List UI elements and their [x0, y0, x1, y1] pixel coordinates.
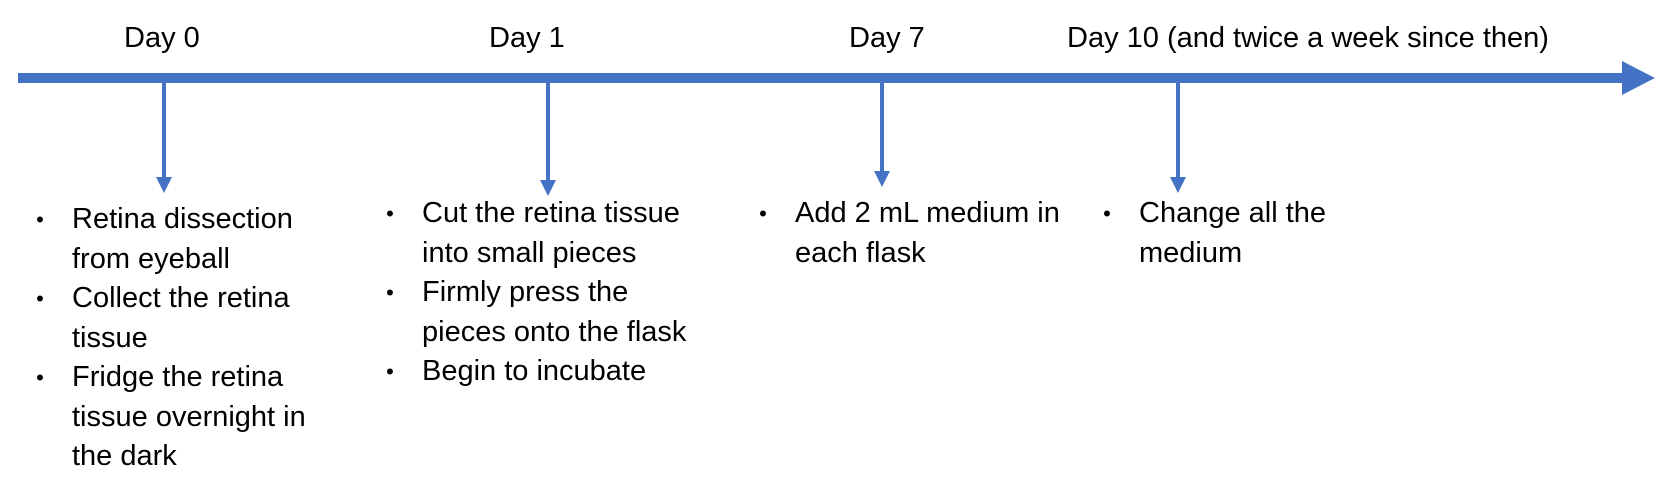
bullet-icon: • [36, 207, 44, 232]
bullet-icon: • [36, 286, 44, 311]
list-item: • Cut the retina tissue into small pieces [380, 194, 710, 273]
milestone-arrowhead-day-10 [1170, 177, 1186, 193]
day-10-steps: • Change all the medium [1097, 194, 1397, 273]
bullet-icon: • [386, 359, 394, 384]
list-item: • Retina dissection from eyeball [30, 200, 350, 279]
day-0-label: Day 0 [124, 22, 200, 54]
step-text: Add 2 mL medium in each flask [795, 197, 1060, 269]
bullet-icon: • [1103, 201, 1111, 226]
list-item: • Begin to incubate [380, 352, 710, 392]
bullet-icon: • [386, 280, 394, 305]
step-text: Change all the medium [1139, 197, 1327, 269]
list-item: • Collect the retina tissue [30, 279, 350, 358]
milestone-arrowhead-day-0 [156, 177, 172, 193]
step-text: Firmly press the pieces onto the flask [422, 276, 687, 348]
step-text: Fridge the retina tissue overnight in th… [72, 361, 306, 472]
day-1-steps: • Cut the retina tissue into small pieces… [380, 194, 710, 392]
milestone-arrowhead-day-1 [540, 180, 556, 196]
day-7-steps: • Add 2 mL medium in each flask [753, 194, 1078, 273]
bullet-icon: • [386, 201, 394, 226]
day-0-steps: • Retina dissection from eyeball • Collect… [30, 200, 350, 477]
day-1-label: Day 1 [489, 22, 565, 54]
bullet-icon: • [759, 201, 767, 226]
milestone-arrowhead-day-7 [874, 171, 890, 187]
step-text: Collect the retina tissue [72, 282, 290, 354]
day-7-label: Day 7 [849, 22, 925, 54]
step-text: Begin to incubate [422, 355, 647, 387]
step-text: Retina dissection from eyeball [72, 203, 293, 275]
bullet-icon: • [36, 365, 44, 390]
step-text: Cut the retina tissue into small pieces [422, 197, 680, 269]
list-item: • Firmly press the pieces onto the flask [380, 273, 710, 352]
list-item: • Fridge the retina tissue overnight in t… [30, 358, 350, 477]
list-item: • Change all the medium [1097, 194, 1397, 273]
timeline-arrowhead [1622, 61, 1655, 95]
day-10-label: Day 10 (and twice a week since then) [1067, 22, 1549, 54]
list-item: • Add 2 mL medium in each flask [753, 194, 1078, 273]
